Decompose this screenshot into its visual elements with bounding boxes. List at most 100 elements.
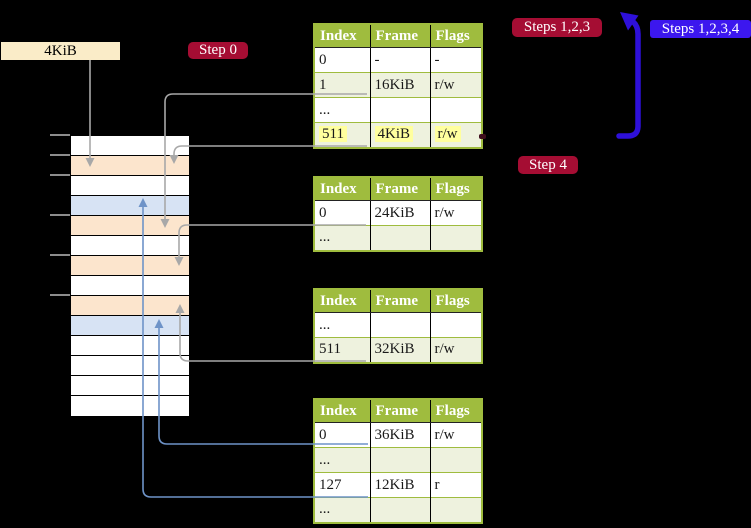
table-row: 511 4KiB r/w bbox=[314, 122, 482, 148]
table-cell: 4KiB bbox=[369, 122, 430, 148]
frame-row-peach bbox=[71, 256, 189, 276]
table-cell: r/w bbox=[429, 200, 482, 226]
frame-row-peach bbox=[71, 216, 189, 236]
frame-row-blue bbox=[71, 196, 189, 216]
column-header: Flags bbox=[429, 24, 482, 48]
table-cell: ... bbox=[314, 225, 370, 251]
table-cell: ... bbox=[314, 447, 370, 473]
frame-row-peach bbox=[71, 296, 189, 316]
column-header: Index bbox=[314, 24, 370, 48]
frame-row-white bbox=[71, 376, 189, 396]
table-cell: 0 bbox=[314, 422, 370, 448]
table-cell bbox=[369, 97, 430, 123]
frame-row-white bbox=[71, 396, 189, 416]
table-cell bbox=[369, 225, 430, 251]
frame-row-blue bbox=[71, 316, 189, 336]
table-cell: 127 bbox=[314, 472, 370, 498]
frame-row-peach bbox=[71, 156, 189, 176]
step0-badge: Step 0 bbox=[188, 42, 248, 59]
column-header: Flags bbox=[429, 177, 482, 201]
table-cell: 12KiB bbox=[369, 472, 430, 498]
table-cell: 16KiB bbox=[369, 72, 430, 98]
steps1234-badge: Steps 1,2,3,4 bbox=[650, 20, 751, 38]
column-header: Frame bbox=[369, 399, 430, 423]
frame-row-white bbox=[71, 236, 189, 256]
table-cell: 24KiB bbox=[369, 200, 430, 226]
table-cell: ... bbox=[314, 497, 370, 523]
table-cell: - bbox=[429, 47, 482, 73]
table-cell: r/w bbox=[429, 72, 482, 98]
frame-row-white bbox=[71, 336, 189, 356]
table-cell: 0 bbox=[314, 200, 370, 226]
step4-badge: Step 4 bbox=[518, 156, 578, 174]
table-cell: - bbox=[369, 47, 430, 73]
table-row: ... bbox=[314, 447, 482, 473]
column-header: Index bbox=[314, 177, 370, 201]
table-cell bbox=[429, 225, 482, 251]
column-header: Flags bbox=[429, 399, 482, 423]
table-row: 0-- bbox=[314, 47, 482, 73]
highlighted-value: r/w bbox=[434, 126, 461, 143]
table-cell bbox=[369, 447, 430, 473]
highlighted-value: 4KiB bbox=[374, 126, 414, 143]
tick-mark bbox=[50, 174, 70, 176]
highlighted-value: 511 bbox=[319, 126, 347, 143]
table-row: ... bbox=[314, 97, 482, 123]
arrow-steps-loop bbox=[616, 12, 641, 139]
memory-stack bbox=[70, 135, 190, 417]
column-header: Frame bbox=[369, 24, 430, 48]
arrow-l4-entry511-to-frame bbox=[169, 145, 367, 164]
column-header: Frame bbox=[369, 177, 430, 201]
table-cell bbox=[429, 312, 482, 338]
table-row: ... bbox=[314, 312, 482, 338]
table-cell bbox=[369, 497, 430, 523]
tick-mark bbox=[50, 154, 70, 156]
tick-mark bbox=[50, 294, 70, 296]
column-header: Flags bbox=[429, 289, 482, 313]
table-cell: ... bbox=[314, 97, 370, 123]
table-cell: 0 bbox=[314, 47, 370, 73]
table-cell: r/w bbox=[429, 122, 482, 148]
table-cell bbox=[429, 447, 482, 473]
table-cell: 36KiB bbox=[369, 422, 430, 448]
table-cell: r bbox=[429, 472, 482, 498]
column-header: Frame bbox=[369, 289, 430, 313]
table-cell: r/w bbox=[429, 337, 482, 363]
column-header: Index bbox=[314, 289, 370, 313]
tick-mark bbox=[50, 254, 70, 256]
table-cell: 511 bbox=[314, 122, 370, 148]
table-row: ... bbox=[314, 225, 482, 251]
column-header: Index bbox=[314, 399, 370, 423]
connector-endpoint-dot bbox=[479, 134, 486, 139]
table-cell bbox=[429, 97, 482, 123]
table-cell bbox=[369, 312, 430, 338]
table-cell bbox=[429, 497, 482, 523]
table-cell: r/w bbox=[429, 422, 482, 448]
table-cell: 1 bbox=[314, 72, 370, 98]
frame-row-white bbox=[71, 176, 189, 196]
tick-mark bbox=[50, 214, 70, 216]
tick-mark bbox=[50, 134, 70, 136]
steps123-badge: Steps 1,2,3 bbox=[512, 18, 602, 37]
table-cell: 32KiB bbox=[369, 337, 430, 363]
table-cell: ... bbox=[314, 312, 370, 338]
frame-row-white bbox=[71, 356, 189, 376]
frame-row-white bbox=[71, 136, 189, 156]
memory-size-label: 4KiB bbox=[1, 42, 120, 60]
table-row: ... bbox=[314, 497, 482, 523]
table-cell: 511 bbox=[314, 337, 370, 363]
